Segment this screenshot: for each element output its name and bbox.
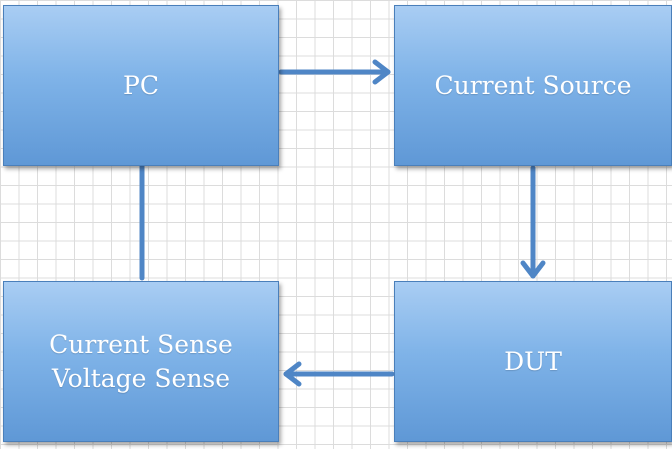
dut-label: DUT (504, 346, 562, 376)
sense-label: Current Sense Voltage Sense (49, 328, 233, 396)
current-sense-label: Current Sense (49, 329, 233, 359)
sense-block: Current Sense Voltage Sense (3, 281, 279, 442)
current-source-label: Current Source (434, 70, 632, 100)
pc-label: PC (123, 70, 159, 100)
arrow-pc-to-current-source (278, 59, 391, 85)
dut-block: DUT (394, 281, 672, 442)
pc-block: PC (3, 5, 279, 166)
current-source-block: Current Source (394, 5, 672, 166)
arrow-dut-to-sense (283, 361, 395, 387)
arrow-current-source-to-dut (520, 165, 546, 279)
voltage-sense-label: Voltage Sense (51, 363, 231, 393)
